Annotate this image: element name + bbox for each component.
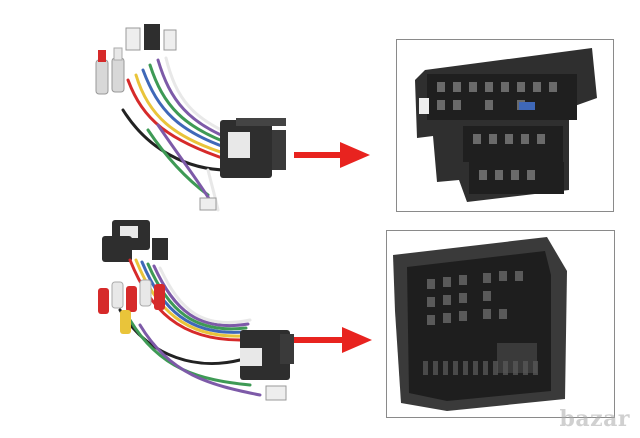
- arrow-bottom: [294, 327, 372, 353]
- connector-closeup-top: [396, 39, 614, 212]
- arrow-top: [294, 142, 370, 168]
- connector-closeup-bottom: [386, 230, 615, 418]
- wiring-harness-top: [95, 24, 286, 212]
- wiring-harness-bottom: [98, 220, 294, 401]
- watermark-logo: bazar: [559, 406, 630, 432]
